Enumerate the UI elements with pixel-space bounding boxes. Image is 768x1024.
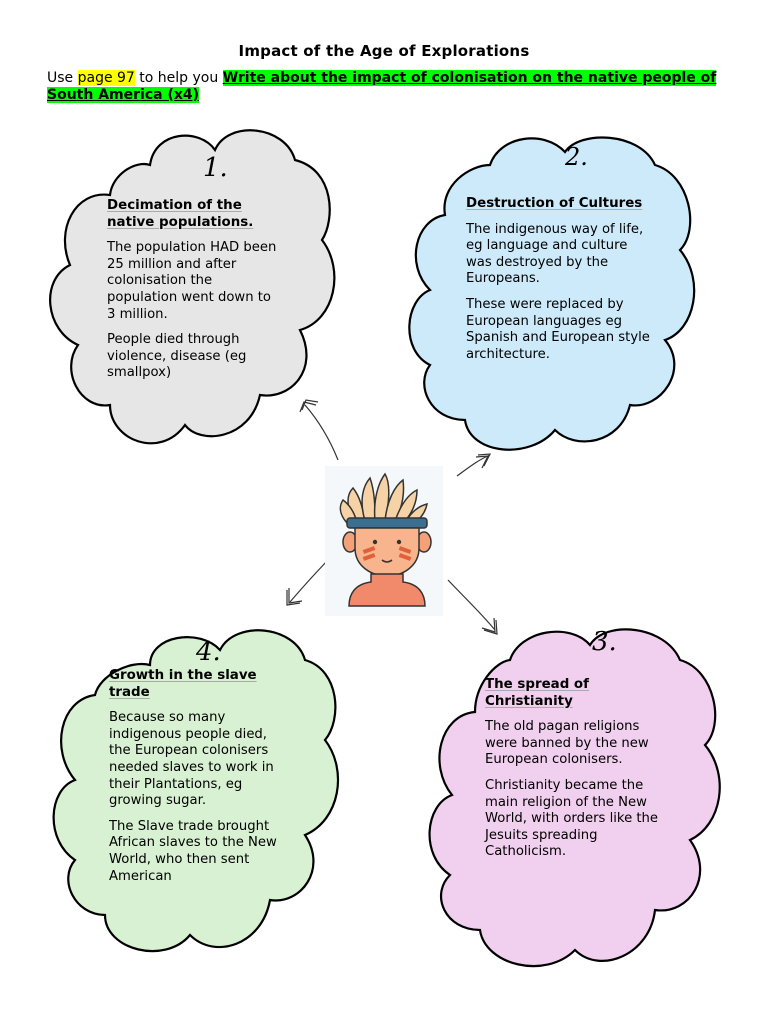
cloud-4-number: 4. [195,637,221,667]
cloud-1-paragraph-2: People died through violence, disease (e… [107,332,247,381]
cloud-3-heading: The spread of Christianity [485,677,589,709]
instruction: Use page 97 to help you Write about the … [47,70,717,104]
cloud-1-number: 1. [203,153,228,183]
cloud-1-heading: Decimation of the native populations. [107,198,254,230]
cloud-1-paragraph-1: The population HAD been 25 million and a… [107,240,277,322]
cloud-2-shape [408,136,696,451]
instruction-middle: to help you [134,70,223,86]
cloud-2-card: Destruction of Cultures The indigenous w… [466,196,651,372]
arrow-to-cloud-2 [456,453,492,477]
cloud-4-paragraph-1: Because so many indigenous people died, … [109,710,274,809]
cloud-3-number: 3. [592,627,617,657]
arrow-to-cloud-1 [299,399,339,461]
cloud-2-paragraph-1: The indigenous way of life, eg language … [466,221,644,287]
cloud-2-heading: Destruction of Cultures [466,196,643,211]
page-reference: page 97 [77,70,135,86]
cloud-4-shape [52,629,339,953]
cloud-1-shape [49,129,336,445]
instruction-prefix: Use [47,70,78,86]
cloud-3-paragraph-1: The old pagan religions were banned by t… [485,719,649,768]
cloud-3-shape [428,628,721,968]
native-person-headdress-icon [325,466,443,616]
cloud-3-paragraph-2: Christianity became the main religion of… [485,777,659,860]
cloud-2-number: 2. [564,143,588,171]
arrow-to-cloud-3 [447,579,498,635]
cloud-3-card: The spread of Christianity The old pagan… [485,677,675,870]
page-title: Impact of the Age of Explorations [238,42,530,60]
cloud-4-card: Growth in the slave trade Because so man… [109,668,284,900]
cloud-2-paragraph-2: These were replaced by European language… [466,296,650,362]
cloud-4-heading: Growth in the slave trade [109,668,257,700]
cloud-4-paragraph-2: The Slave trade brought African slaves t… [109,818,277,884]
cloud-1-card: Decimation of the native populations. Th… [107,198,282,391]
